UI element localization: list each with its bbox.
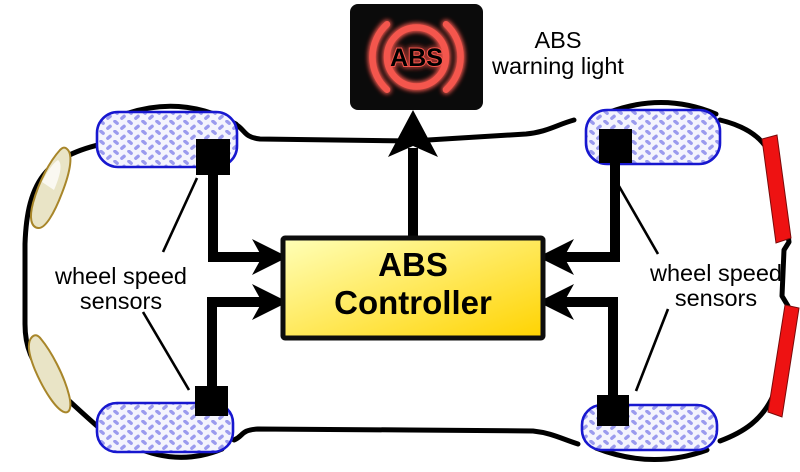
abs-controller-box — [280, 235, 546, 341]
wheel-speed-sensors — [195, 129, 632, 426]
pointer-line-front-right — [141, 311, 191, 391]
headlight-top — [29, 146, 72, 229]
wheel-arch-rear-right — [593, 445, 710, 463]
left-sensors-label-line1: wheel speed — [54, 263, 187, 289]
tail-light-bottom — [767, 304, 800, 418]
right-sensors-label-line2: sensors — [675, 285, 757, 311]
headlights — [27, 146, 72, 414]
warning-icon-text: ABS — [390, 44, 443, 72]
tail-light-top — [761, 134, 792, 244]
warning-light-label-line2: warning light — [491, 53, 624, 79]
arrowheads — [252, 110, 574, 320]
arrowhead-right-bottom — [538, 284, 574, 320]
car-bottom-edge — [231, 426, 581, 447]
sensor-rear-right — [597, 395, 629, 426]
wire-front-left — [208, 155, 264, 262]
sensor-front-left — [196, 139, 230, 175]
arrowhead-warning-light — [388, 110, 438, 157]
abs-warning-icon: ABS — [369, 21, 464, 93]
arrowhead-right-top — [538, 239, 574, 275]
pointer-line-rear-right — [634, 308, 670, 392]
pointer-line-front-left — [161, 177, 199, 253]
label-pointer-lines — [141, 173, 670, 392]
tail-lights — [761, 134, 800, 418]
warning-icon-right-arc — [442, 21, 464, 93]
warning-icon-circle — [383, 24, 450, 90]
abs-warning-light: ABS — [350, 4, 483, 110]
abs-controller-label-line2: Controller — [334, 284, 492, 321]
wire-front-right — [207, 297, 264, 400]
abs-controller-label-line1: ABS — [378, 246, 448, 283]
arrowhead-left-top — [252, 239, 288, 275]
arrowhead-left-bottom — [252, 284, 288, 320]
wire-rear-right — [562, 297, 618, 402]
car-rear-outline — [717, 117, 792, 444]
sensor-front-right — [195, 386, 228, 416]
pointer-line-rear-left — [610, 173, 660, 255]
warning-icon-left-arc — [369, 21, 391, 93]
headlight-shine — [42, 160, 61, 190]
warning-light-label-line1: ABS — [534, 27, 581, 53]
annotations: ABS warning light wheel speed sensors wh… — [54, 27, 782, 314]
headlight-bottom — [27, 334, 72, 414]
abs-controller: ABS Controller — [280, 235, 546, 341]
right-sensors-label-line1: wheel speed — [649, 260, 782, 286]
wire-rear-left — [562, 148, 620, 262]
left-sensors-label-line2: sensors — [80, 288, 162, 314]
sensor-wires — [207, 148, 620, 402]
sensor-rear-left — [599, 129, 632, 163]
